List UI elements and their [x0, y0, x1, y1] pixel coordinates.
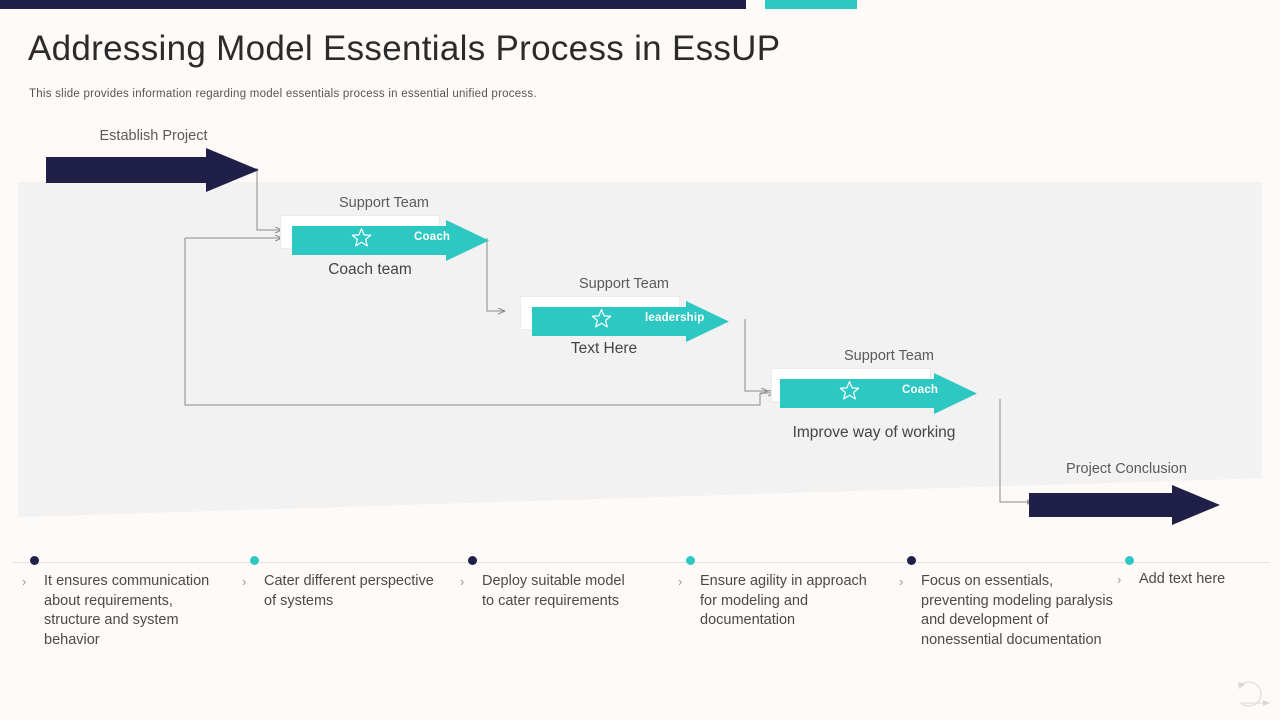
note-text-5: Focus on essentials, preventing modeling… — [921, 573, 1113, 648]
star-icon — [350, 226, 372, 248]
note-text-2: Cater different perspective of systems — [264, 573, 434, 609]
flow-stage-2-badge: leadership — [645, 312, 705, 324]
refresh-loop-icon — [1238, 681, 1270, 707]
note-text-3: Deploy suitable model to cater requireme… — [482, 573, 625, 609]
flow-stage-3-arrow: Coach — [780, 373, 977, 414]
navy-accent-bar — [0, 0, 746, 9]
note-dot-4 — [686, 556, 695, 565]
flow-stage-3-arrow-content: Coach — [780, 373, 977, 414]
flow-stage-3-base-label: Improve way of working — [792, 424, 956, 441]
teal-accent-bar — [765, 0, 857, 9]
flow-stage-3[interactable]: Support Team Coach Improve way of workin… — [771, 348, 995, 441]
note-dot-3 — [468, 556, 477, 565]
chevron-right-icon: › — [460, 574, 465, 589]
flow-stage-1-arrow-content: Coach — [292, 220, 489, 261]
chevron-right-icon: › — [1117, 572, 1122, 587]
flow-end-label: Project Conclusion — [1066, 461, 1187, 477]
flow-stage-1-base-label: Coach team — [328, 261, 412, 278]
star-icon — [590, 307, 612, 329]
flow-stage-3-cap-label: Support Team — [843, 348, 934, 364]
flow-stage-2-arrow: leadership — [532, 301, 729, 342]
star-icon — [838, 379, 860, 401]
flow-stage-1-badge: Coach — [414, 231, 451, 243]
flow-stage-2-arrow-content: leadership — [532, 301, 729, 342]
flow-stage-2-base-label: Text Here — [570, 340, 638, 357]
note-text-1: It ensures communication about requireme… — [44, 573, 210, 648]
note-dot-1 — [30, 556, 39, 565]
note-dot-5 — [907, 556, 916, 565]
page-subtitle: This slide provides information regardin… — [29, 88, 537, 100]
flow-stage-1-cap-label: Support Team — [338, 195, 429, 211]
note-dot-2 — [250, 556, 259, 565]
page-title: Addressing Model Essentials Process in E… — [28, 29, 781, 68]
chevron-right-icon: › — [678, 574, 683, 589]
notes-divider — [12, 562, 1270, 563]
flow-start-arrow — [46, 148, 259, 192]
flow-stage-3-badge: Coach — [902, 384, 939, 396]
note-dot-6 — [1125, 556, 1134, 565]
chevron-right-icon: › — [22, 574, 27, 589]
flow-start[interactable]: Establish Project — [46, 128, 261, 192]
flow-end[interactable]: Project Conclusion — [1029, 461, 1224, 525]
flow-stage-1[interactable]: Support Team Coach Coach team — [278, 195, 490, 281]
flow-start-label: Establish Project — [99, 128, 208, 144]
flow-stage-1-arrow: Coach — [292, 220, 489, 261]
flow-stage-2-cap-label: Support Team — [578, 276, 669, 292]
flow-end-arrow — [1029, 485, 1220, 525]
flow-stage-2[interactable]: Support Team leadership Text Here — [518, 276, 730, 362]
note-text-4: Ensure agility in approach for modeling … — [700, 573, 867, 628]
chevron-right-icon: › — [899, 574, 904, 589]
note-text-6: Add text here — [1139, 571, 1226, 587]
chevron-right-icon: › — [242, 574, 247, 589]
